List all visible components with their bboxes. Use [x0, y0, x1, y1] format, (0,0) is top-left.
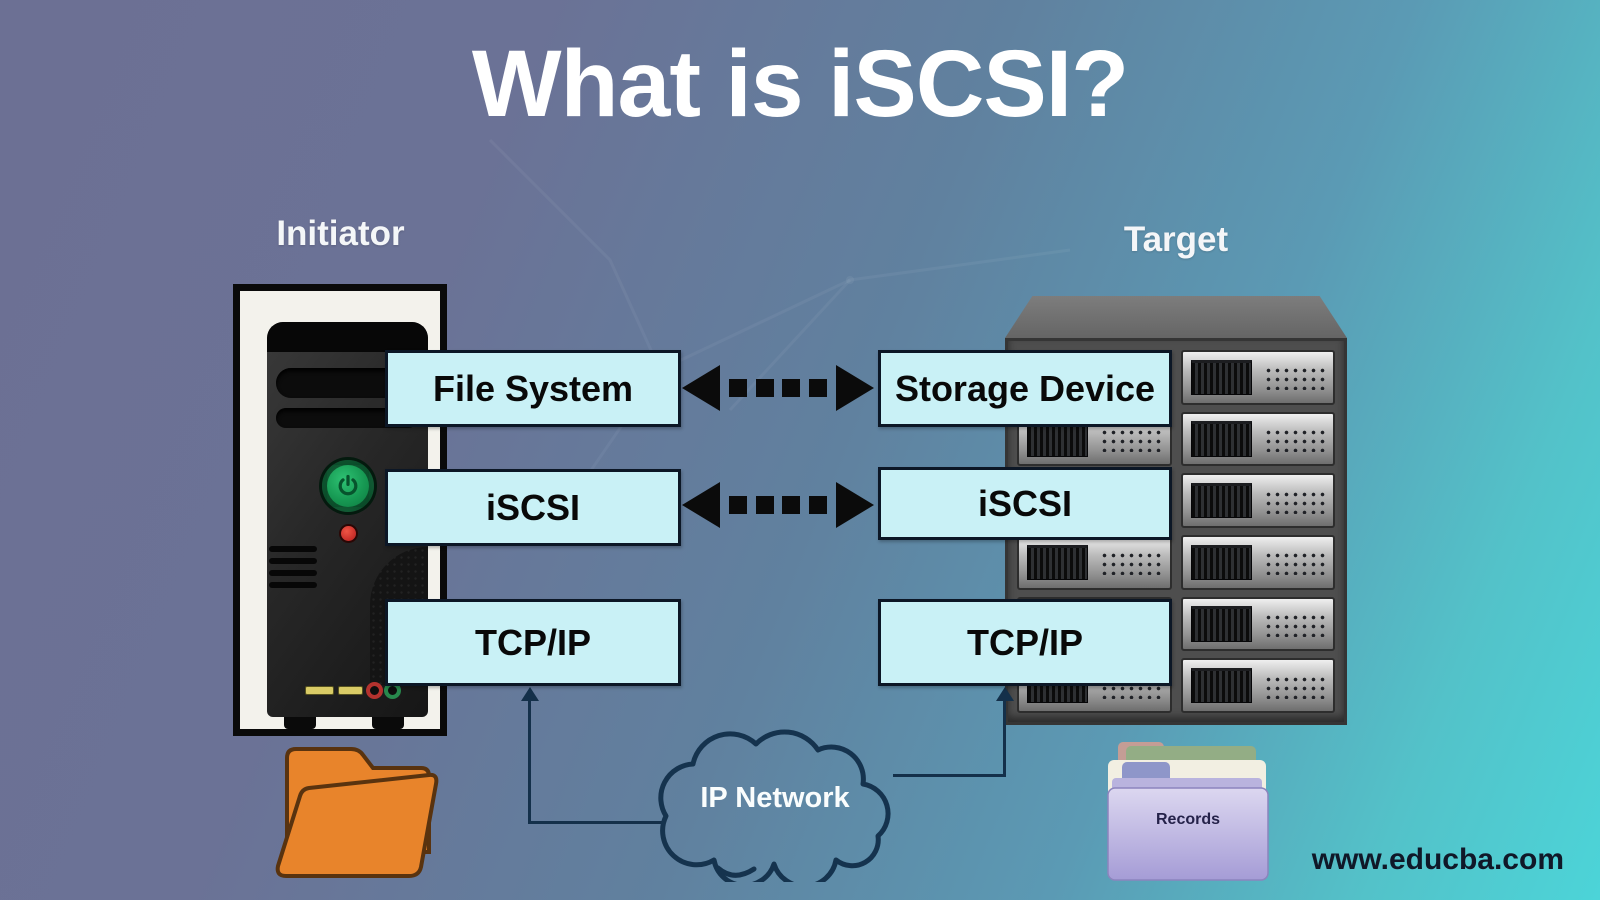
- drive-bay: [1180, 596, 1335, 652]
- vent-slat: [269, 582, 317, 588]
- arrow-dash: [728, 496, 747, 514]
- bay-grille: [1190, 421, 1252, 457]
- arrowhead-right-icon: [835, 365, 874, 411]
- arrow-dash: [782, 379, 801, 397]
- target-storage-device-box: Storage Device: [878, 350, 1172, 427]
- initiator-iscsi-box: iSCSI: [385, 469, 681, 546]
- usb-port-icon: [338, 686, 363, 695]
- power-button-icon: [322, 460, 374, 512]
- connector-line: [1003, 699, 1006, 777]
- target-iscsi-box: iSCSI: [878, 467, 1172, 540]
- ip-network-label: IP Network: [700, 782, 850, 814]
- iscsi-iscsi-arrow: [682, 481, 874, 529]
- records-folder-label: Records: [1156, 811, 1220, 828]
- bay-grille: [1190, 544, 1252, 581]
- arrow-dash: [782, 496, 801, 514]
- vent-slat: [269, 558, 317, 564]
- ip-network-cloud: IP Network: [658, 729, 891, 882]
- up-arrowhead-icon: [521, 687, 539, 701]
- usb-port-icon: [305, 686, 334, 695]
- initiator-tcpip-box: TCP/IP: [385, 599, 681, 686]
- vent-slat: [269, 570, 317, 576]
- led-indicator-icon: [341, 526, 356, 541]
- arrow-dash: [755, 496, 774, 514]
- initiator-label: Initiator: [276, 214, 405, 253]
- bay-grille: [1190, 359, 1252, 396]
- initiator-file-system-box: File System: [385, 350, 681, 427]
- bay-port-dots: [1098, 425, 1162, 452]
- drive-bay: [1017, 535, 1172, 590]
- drive-bay: [1180, 473, 1335, 528]
- drive-bay-slot: [276, 408, 418, 428]
- drive-bay: [1180, 535, 1335, 590]
- bay-port-dots: [1261, 672, 1325, 699]
- arrowhead-right-icon: [835, 482, 874, 528]
- drive-bay: [1180, 350, 1335, 405]
- arrow-dash: [809, 379, 828, 397]
- bay-grille: [1190, 482, 1252, 519]
- tower-foot: [372, 717, 404, 729]
- tower-top-cap: [267, 322, 428, 352]
- drive-bay: [1180, 411, 1335, 467]
- rack-top-face: [1005, 296, 1347, 338]
- filesystem-storage-arrow: [682, 364, 874, 412]
- audio-jack-red-icon: [366, 682, 383, 699]
- records-folder-icon: Records: [1107, 742, 1269, 881]
- connector-line: [528, 699, 531, 824]
- bay-port-dots: [1261, 487, 1325, 514]
- connector-line: [893, 774, 1006, 777]
- bay-grille: [1190, 606, 1252, 642]
- connector-line: [528, 821, 662, 824]
- educba-watermark: www.educba.com: [1311, 843, 1564, 876]
- background-constellation-decoration: [488, 138, 1071, 531]
- bay-port-dots: [1098, 549, 1162, 576]
- arrow-dash: [728, 379, 747, 397]
- bay-port-dots: [1261, 610, 1325, 637]
- arrowhead-left-icon: [682, 365, 720, 411]
- drive-bay: [1180, 658, 1335, 713]
- tower-foot: [284, 717, 316, 729]
- bay-port-dots: [1261, 425, 1325, 452]
- bay-port-dots: [1261, 549, 1325, 576]
- up-arrowhead-icon: [996, 687, 1014, 701]
- target-tcpip-box: TCP/IP: [878, 599, 1172, 686]
- arrow-dash: [809, 496, 828, 514]
- open-folder-icon: [275, 747, 439, 878]
- arrowhead-left-icon: [682, 482, 720, 528]
- page-title: What is iSCSI?: [471, 31, 1129, 137]
- bay-grille: [1027, 544, 1089, 581]
- bay-port-dots: [1261, 364, 1325, 391]
- target-label: Target: [1123, 220, 1229, 259]
- arrow-dash: [755, 379, 774, 397]
- bay-grille: [1190, 667, 1252, 704]
- vent-slat: [269, 546, 317, 552]
